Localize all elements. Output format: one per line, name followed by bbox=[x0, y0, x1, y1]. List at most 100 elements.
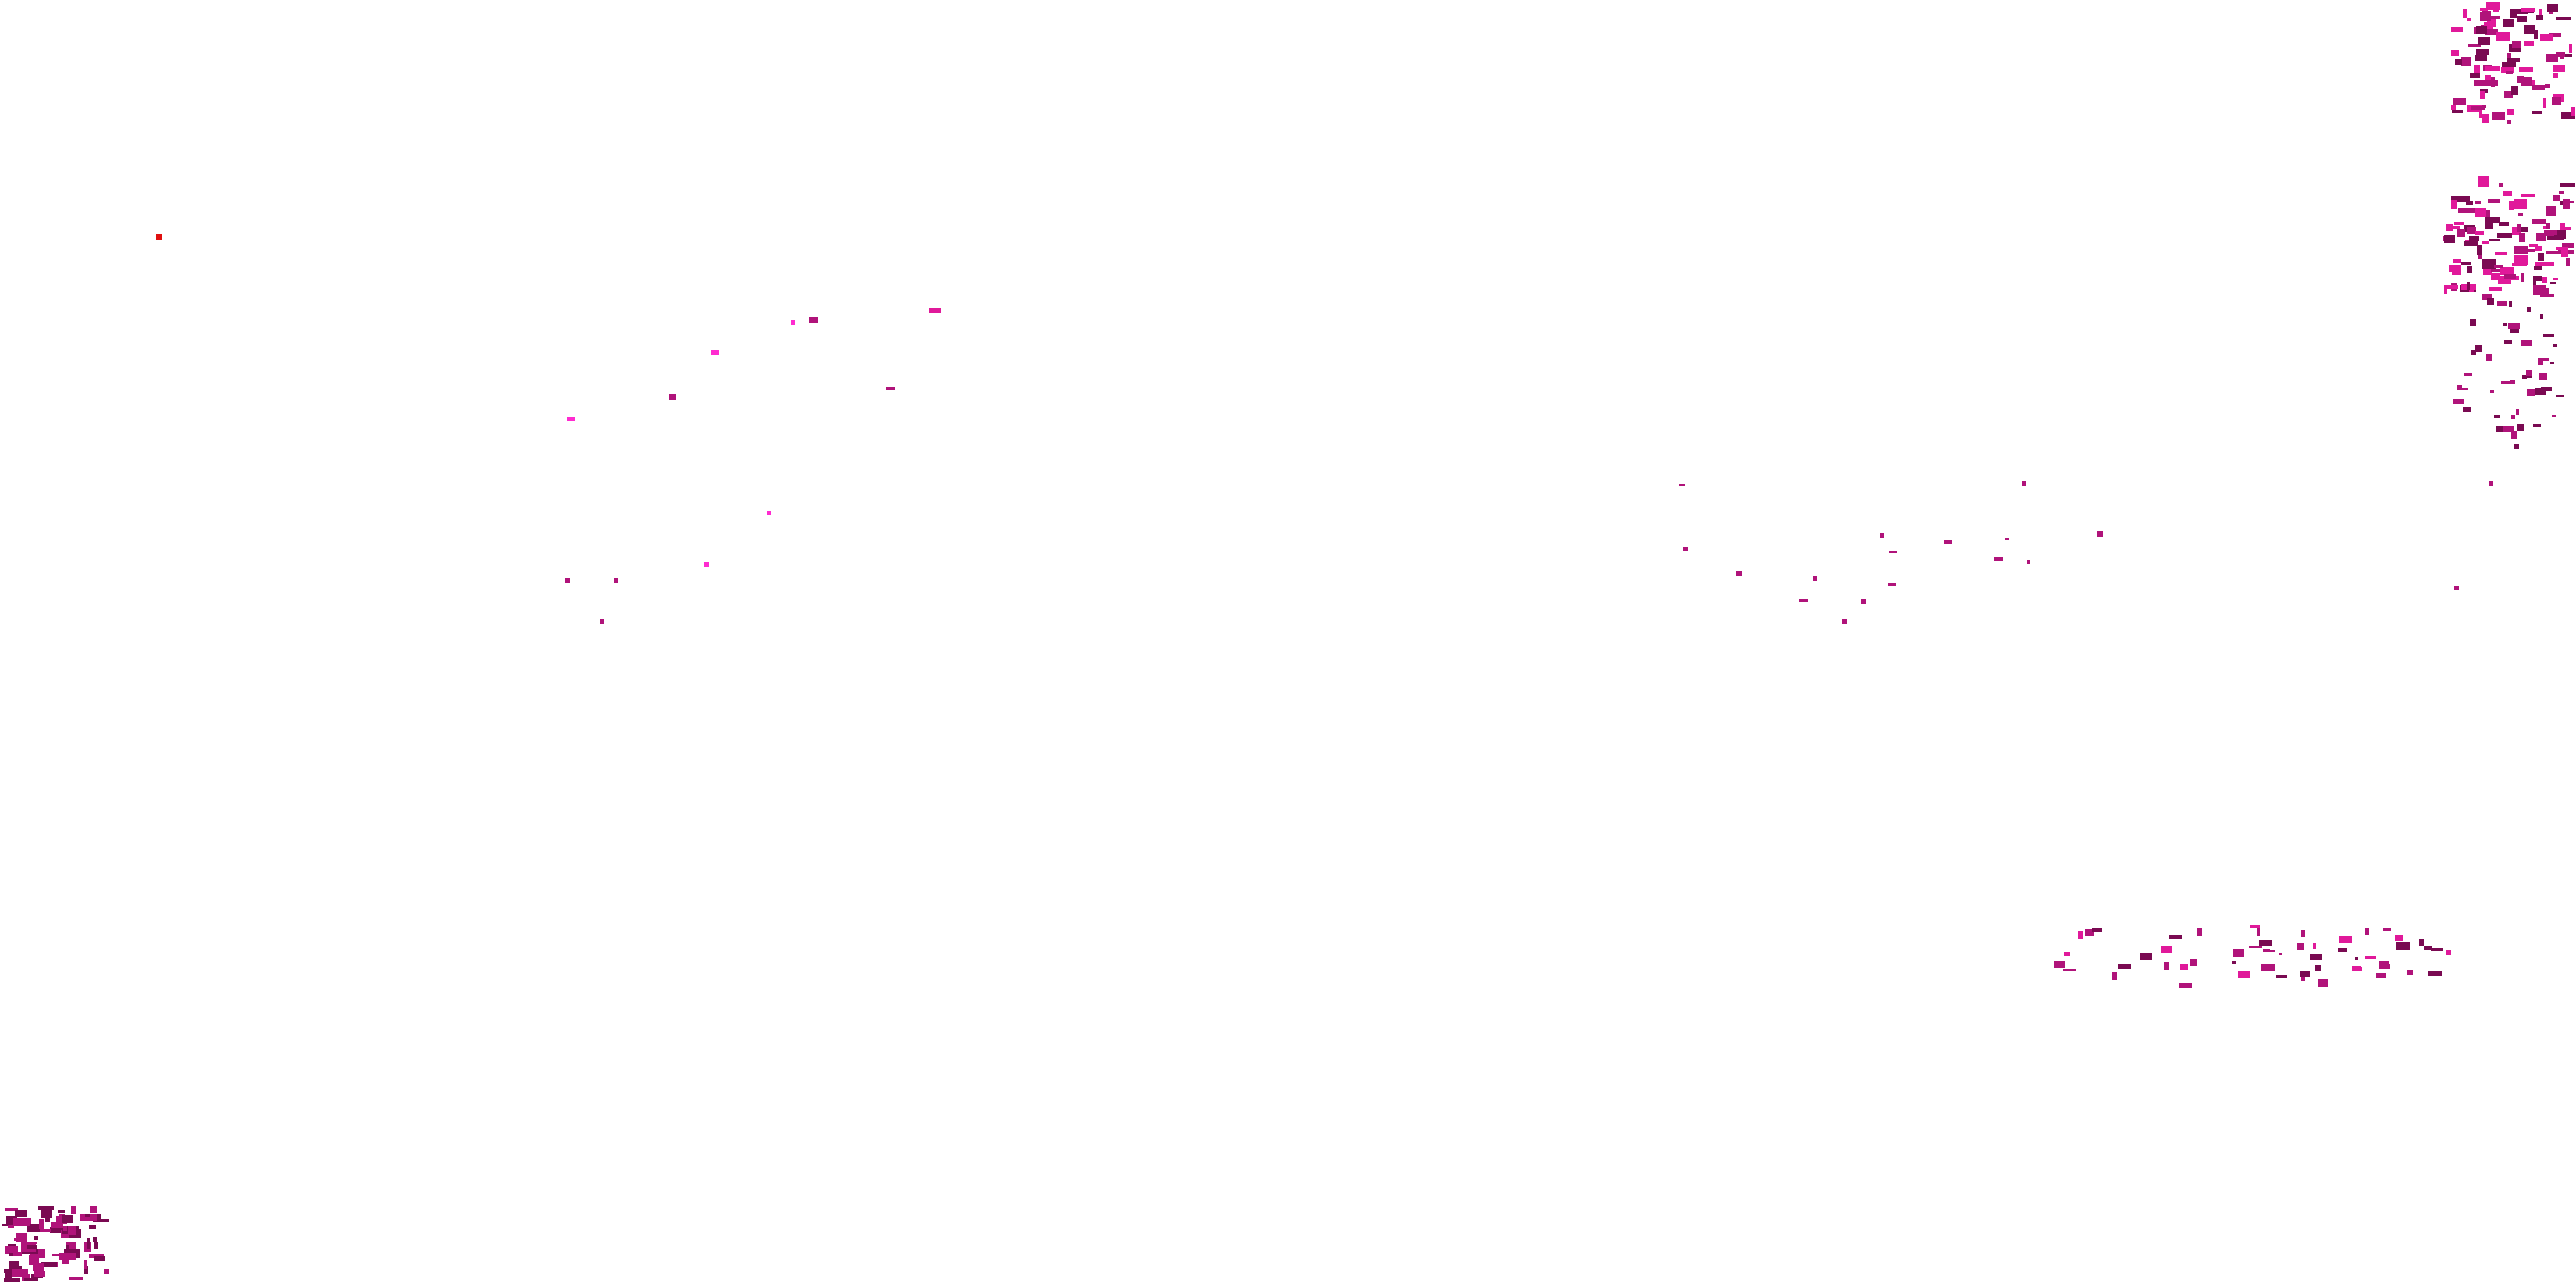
speckle bbox=[2487, 18, 2496, 27]
speckle bbox=[2559, 191, 2564, 194]
speckle bbox=[2479, 109, 2482, 118]
speckle bbox=[2564, 227, 2571, 230]
speckle bbox=[2064, 952, 2070, 956]
speckle bbox=[2563, 199, 2570, 209]
speckle bbox=[2161, 946, 2172, 953]
speckle bbox=[2489, 287, 2502, 291]
scattered-left bbox=[567, 317, 895, 515]
speckle bbox=[2497, 301, 2507, 306]
speckle bbox=[2464, 241, 2478, 246]
speckle bbox=[2383, 928, 2391, 931]
speckle bbox=[2546, 262, 2554, 266]
speckle bbox=[2496, 426, 2505, 432]
speckle bbox=[2503, 19, 2514, 27]
speckle bbox=[5, 1269, 12, 1278]
speckle bbox=[93, 1237, 97, 1242]
speckle bbox=[2428, 971, 2442, 976]
speckle bbox=[2474, 80, 2487, 86]
speckle bbox=[2545, 84, 2550, 88]
speckle bbox=[2533, 285, 2546, 295]
speckle bbox=[2487, 298, 2494, 305]
speckle bbox=[1799, 599, 1808, 602]
speckle bbox=[2446, 224, 2453, 231]
speckle bbox=[2526, 370, 2532, 376]
speckle bbox=[2489, 239, 2500, 241]
speckle bbox=[2365, 956, 2376, 959]
speckle bbox=[929, 308, 941, 313]
speckle bbox=[2097, 531, 2103, 537]
speckle bbox=[2300, 971, 2310, 977]
speckle bbox=[87, 1238, 90, 1249]
speckle bbox=[2542, 277, 2547, 283]
speckle bbox=[2546, 251, 2560, 254]
speckle bbox=[2546, 54, 2558, 62]
speckle bbox=[2544, 230, 2557, 236]
speckle bbox=[2547, 236, 2554, 240]
speckle bbox=[2549, 33, 2561, 37]
speckle bbox=[2467, 18, 2471, 21]
speckle bbox=[2497, 233, 2512, 238]
speckle bbox=[2524, 25, 2535, 34]
speckle bbox=[2451, 196, 2466, 202]
speckle bbox=[80, 1214, 97, 1221]
speckle bbox=[2507, 120, 2511, 124]
speckle bbox=[2483, 268, 2492, 275]
speckle bbox=[19, 1218, 31, 1224]
speckle bbox=[2455, 59, 2462, 65]
speckle bbox=[2538, 358, 2543, 365]
speckle bbox=[2503, 426, 2514, 432]
speckle bbox=[62, 1215, 73, 1223]
speckle bbox=[2453, 259, 2461, 263]
speckle bbox=[2485, 75, 2491, 80]
speckle bbox=[2451, 50, 2459, 56]
speckle bbox=[2463, 9, 2467, 18]
speckle bbox=[2407, 970, 2413, 975]
speckle bbox=[2376, 973, 2386, 978]
speckle bbox=[2521, 273, 2524, 282]
speckle bbox=[2521, 8, 2535, 12]
speckle bbox=[2485, 217, 2500, 223]
speckle bbox=[45, 1218, 50, 1222]
speckle bbox=[2496, 32, 2510, 41]
speckle bbox=[2454, 586, 2459, 590]
red-dot bbox=[156, 234, 162, 240]
speckle bbox=[2519, 233, 2525, 242]
speckle bbox=[2510, 327, 2519, 333]
speckle bbox=[2541, 387, 2552, 391]
speckle bbox=[2552, 97, 2561, 105]
speckle bbox=[2512, 41, 2521, 48]
speckle bbox=[2339, 936, 2352, 943]
speckle bbox=[9, 1261, 19, 1269]
speckle bbox=[2512, 263, 2527, 266]
speckle bbox=[2463, 407, 2471, 412]
speckle bbox=[2482, 241, 2489, 244]
speckle bbox=[2560, 183, 2575, 187]
speckle bbox=[71, 1206, 76, 1214]
speckle bbox=[2524, 41, 2534, 46]
speckle bbox=[2232, 961, 2236, 964]
speckle bbox=[2510, 380, 2515, 384]
speckle bbox=[2259, 940, 2272, 946]
speckle bbox=[2118, 964, 2131, 969]
speckle bbox=[2553, 278, 2558, 280]
speckle bbox=[2485, 220, 2493, 229]
speckle bbox=[2542, 358, 2549, 361]
speckle bbox=[2517, 224, 2521, 232]
speckle bbox=[1842, 619, 1847, 624]
speckle bbox=[2493, 8, 2499, 12]
speckle bbox=[2514, 444, 2519, 449]
speckle bbox=[2180, 964, 2188, 970]
speckle bbox=[2197, 928, 2202, 936]
speckle bbox=[2511, 86, 2518, 95]
speckle bbox=[2238, 971, 2250, 978]
speckle bbox=[51, 1222, 63, 1228]
speckle bbox=[809, 317, 818, 323]
speckle bbox=[2488, 199, 2500, 203]
speckle bbox=[2318, 979, 2328, 987]
speckle bbox=[40, 1263, 44, 1274]
speckle bbox=[1736, 571, 1742, 576]
speckle bbox=[2461, 57, 2471, 66]
speckle bbox=[2543, 334, 2554, 337]
speckle bbox=[38, 1206, 54, 1210]
speckle bbox=[2500, 267, 2514, 275]
